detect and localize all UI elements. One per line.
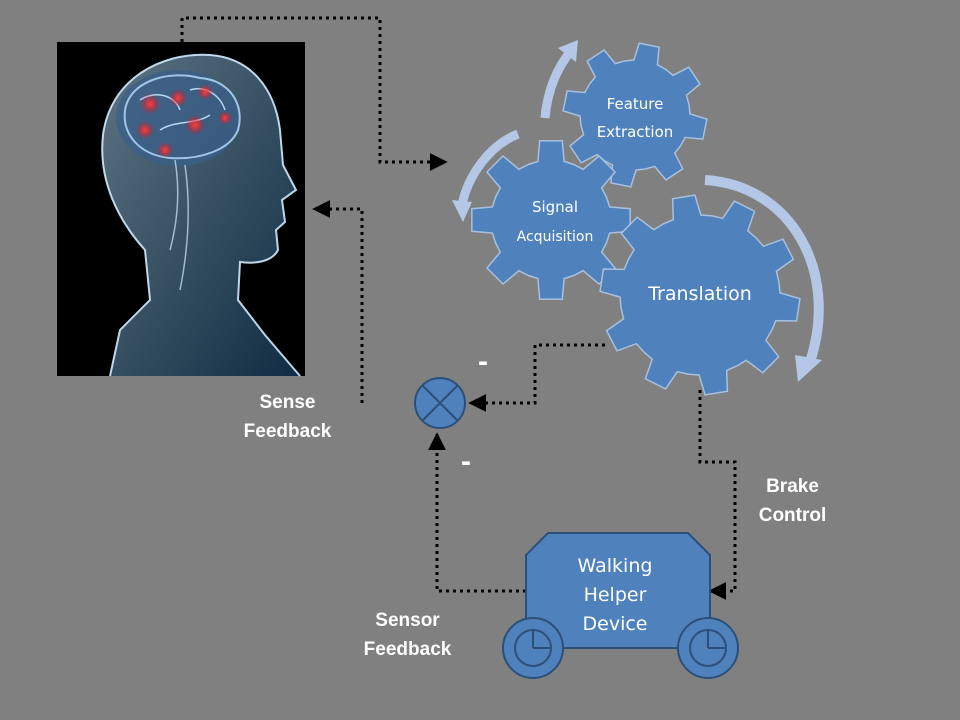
arc-arrow-left bbox=[457, 129, 520, 207]
brake-control-label: Brake Control bbox=[740, 472, 845, 530]
walking-helper-device-label: Walking Helper Device bbox=[540, 552, 690, 639]
minus-sign-bottom: - bbox=[461, 445, 471, 478]
device-line3: Device bbox=[582, 613, 648, 635]
arc-arrow-right-head bbox=[795, 355, 822, 382]
feature-extraction-line2: Extraction bbox=[596, 123, 674, 141]
wheel-left bbox=[502, 617, 564, 679]
sensor-feedback-label: Sensor Feedback bbox=[345, 606, 470, 664]
connector-translation-to-sum bbox=[468, 343, 605, 412]
sense-feedback-line2: Feedback bbox=[243, 421, 332, 442]
sense-feedback-label: Sense Feedback bbox=[225, 388, 350, 446]
feature-extraction-label: Feature Extraction bbox=[580, 90, 690, 146]
signal-acquisition-line1: Signal bbox=[531, 198, 579, 216]
translation-label: Translation bbox=[648, 283, 752, 305]
device-line2: Helper bbox=[583, 584, 647, 606]
sensor-feedback-line2: Feedback bbox=[363, 639, 452, 660]
brake-control-line2: Control bbox=[758, 505, 827, 526]
sensor-feedback-line1: Sensor bbox=[375, 610, 440, 631]
sense-feedback-line1: Sense bbox=[259, 392, 316, 413]
connector-head-to-gears bbox=[180, 16, 448, 171]
feature-extraction-line1: Feature bbox=[606, 95, 664, 113]
connector-sum-to-head bbox=[312, 200, 364, 403]
brain-head-image bbox=[57, 42, 305, 377]
wheel-right bbox=[677, 617, 739, 679]
signal-acquisition-label: Signal Acquisition bbox=[500, 192, 610, 252]
minus-sign-top: - bbox=[478, 345, 488, 378]
arc-arrow-left-head bbox=[452, 200, 472, 222]
connector-translation-to-device bbox=[698, 390, 737, 600]
gear-feature-extraction bbox=[562, 42, 708, 188]
gear-translation bbox=[599, 194, 801, 396]
device-line1: Walking bbox=[577, 555, 653, 577]
brake-control-line1: Brake bbox=[766, 476, 819, 497]
gear-signal-acquisition bbox=[471, 140, 631, 300]
walking-helper-device-shape bbox=[502, 532, 739, 679]
arc-arrow-top-head bbox=[558, 40, 578, 62]
arc-arrow-right bbox=[704, 175, 824, 364]
signal-acquisition-line2: Acquisition bbox=[516, 229, 594, 245]
connector-device-to-sum bbox=[428, 432, 526, 593]
arc-arrow-top bbox=[540, 49, 574, 119]
summing-junction bbox=[414, 377, 466, 429]
